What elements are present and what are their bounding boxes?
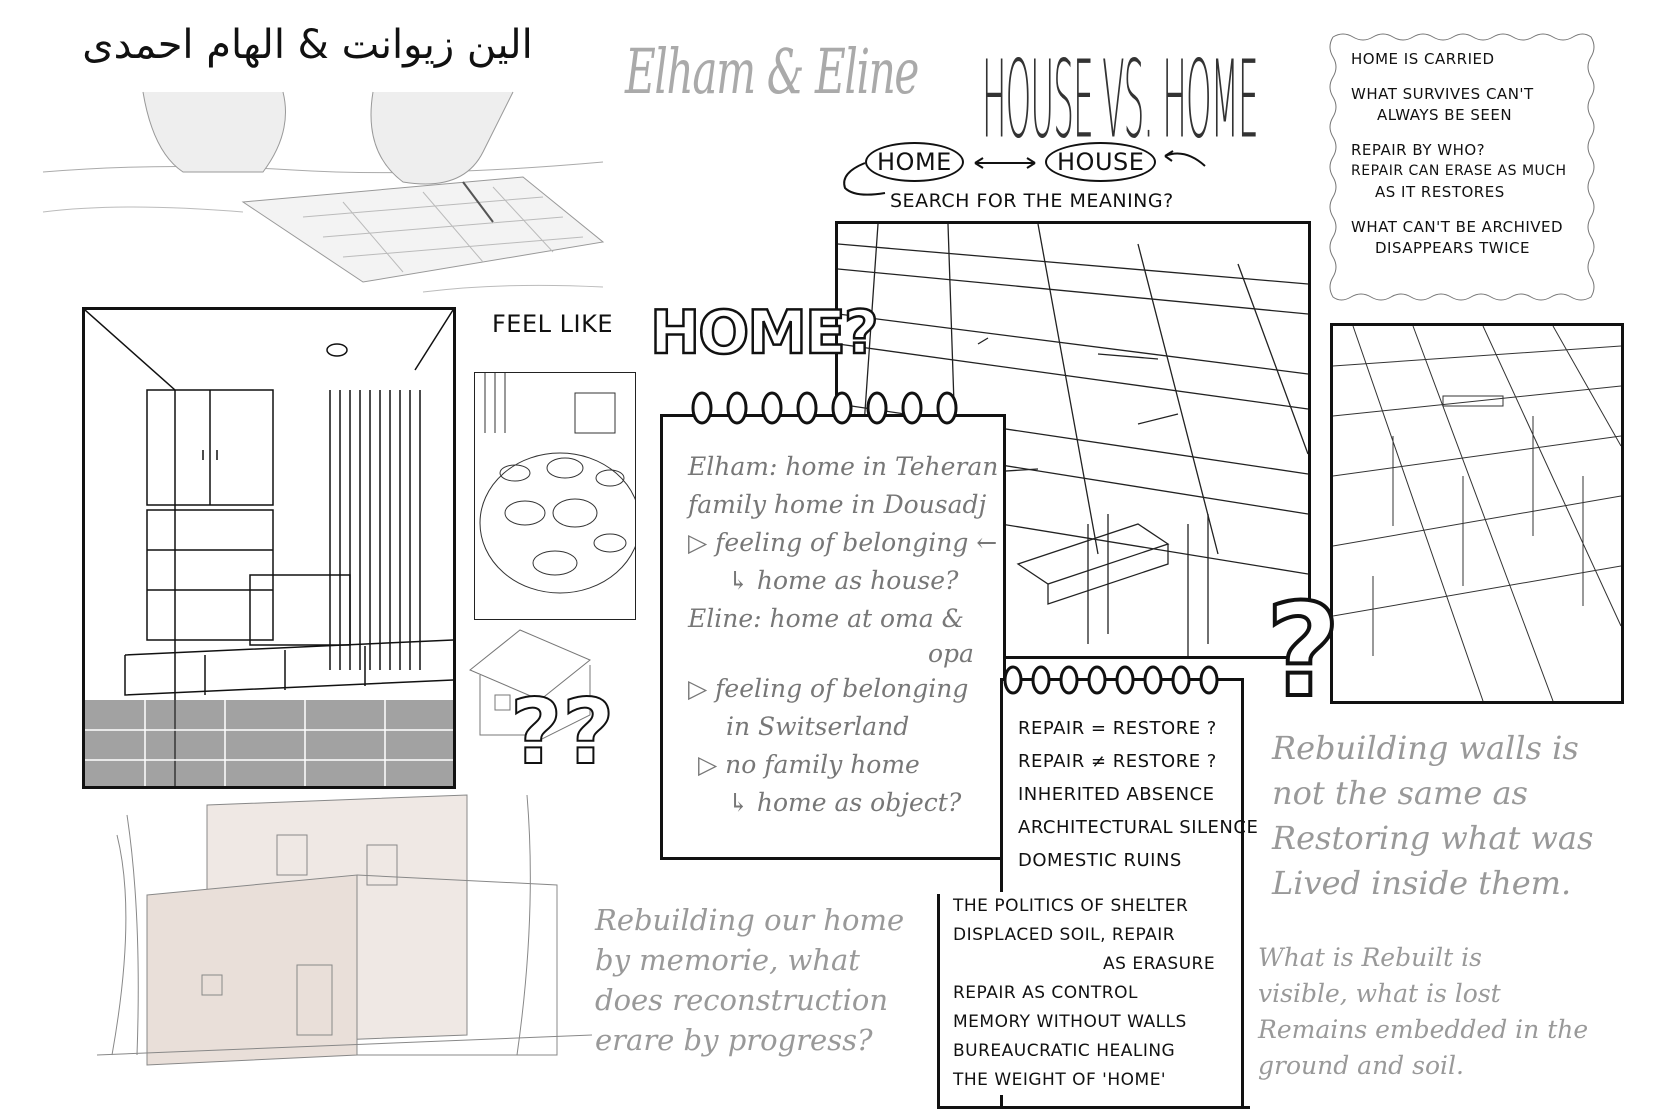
note-line: Rebuilding our home xyxy=(595,903,905,937)
note-line: What is Rebuilt is xyxy=(1258,943,1482,972)
wavy-frame xyxy=(1329,33,1595,301)
note-line: Lived inside them. xyxy=(1272,864,1572,902)
home-bubble: HOME xyxy=(865,142,964,182)
notepad-right: REPAIR = RESTORE ? REPAIR ≠ RESTORE ? IN… xyxy=(925,665,1258,1113)
small-question-marks: ?? xyxy=(509,679,615,786)
note-line: DOMESTIC RUINS xyxy=(1018,850,1182,871)
note-line: family home in Dousadj xyxy=(688,490,987,519)
note-line: INHERITED ABSENCE xyxy=(1018,784,1215,805)
note-line: THE POLITICS OF SHELTER xyxy=(953,896,1189,916)
note-line: ARCHITECTURAL SILENCE xyxy=(1018,817,1259,838)
arabic-title: الين زيوانت & الهام احمدى xyxy=(82,22,533,68)
notepad-left: Elham: home in Teheran family home in Do… xyxy=(652,391,1012,862)
note-line: Remains embedded in the xyxy=(1258,1015,1589,1044)
hands-drawing-sketch xyxy=(42,91,605,293)
home-house-diagram: HOME HOUSE SEARCH FOR THE MEANING? xyxy=(835,138,1220,218)
note-line: not the same as xyxy=(1272,774,1528,812)
note-line: ▷ feeling of belonging ← xyxy=(688,528,998,557)
note-line: THE WEIGHT OF 'HOME' xyxy=(953,1070,1167,1090)
note-line: Eline: home at oma & xyxy=(688,604,964,633)
spiral-rings xyxy=(1003,665,1219,695)
quote-line: DISAPPEARS TWICE xyxy=(1375,239,1530,257)
note-line: MEMORY WITHOUT WALLS xyxy=(953,1012,1187,1032)
note-line: Restoring what was xyxy=(1272,819,1594,857)
interior-drawing xyxy=(82,307,456,789)
note-line: ▷ feeling of belonging xyxy=(688,674,969,703)
quote-box: HOME IS CARRIED WHAT SURVIVES CAN'T ALWA… xyxy=(1325,27,1595,307)
note-line: opa xyxy=(928,639,974,668)
house-bubble: HOUSE xyxy=(1045,142,1157,182)
big-question-mark: ? xyxy=(1264,577,1342,726)
note-line: REPAIR = RESTORE ? xyxy=(1018,718,1217,739)
note-rebuilding-walls: Rebuilding walls is not the same as Rest… xyxy=(1272,726,1593,906)
arrows xyxy=(843,150,1206,196)
house-pencil-sketch xyxy=(96,794,593,1066)
note-line: REPAIR AS CONTROL xyxy=(953,983,1138,1003)
quote-line: AS IT RESTORES xyxy=(1375,183,1505,201)
note-line: ▷ no family home xyxy=(698,750,920,779)
quote-line: WHAT CAN'T BE ARCHIVED xyxy=(1351,218,1564,236)
quote-line: HOME IS CARRIED xyxy=(1351,50,1495,68)
quote-line: REPAIR CAN ERASE AS MUCH xyxy=(1351,163,1567,179)
note-line: AS ERASURE xyxy=(1103,954,1216,974)
note-line: REPAIR ≠ RESTORE ? xyxy=(1018,751,1217,772)
quote-line: ALWAYS BE SEEN xyxy=(1377,106,1513,124)
diagram-caption: SEARCH FOR THE MEANING? xyxy=(890,190,1174,212)
feel-like-label: FEEL LIKE xyxy=(492,310,613,338)
note-line: ground and soil. xyxy=(1258,1051,1464,1080)
note-line: in Switserland xyxy=(726,712,910,741)
note-line: DISPLACED SOIL, REPAIR xyxy=(953,925,1176,945)
note-line: Rebuilding walls is xyxy=(1272,729,1579,767)
note-line: visible, what is lost xyxy=(1258,979,1501,1008)
note-line: ↳ home as house? xyxy=(728,566,959,595)
food-table-drawing xyxy=(474,372,636,620)
structure-drawing-small xyxy=(1330,323,1624,704)
note-rebuilding-home: Rebuilding our home by memorie, what doe… xyxy=(595,900,904,1060)
note-line: by memorie, what xyxy=(595,943,860,977)
quote-line: WHAT SURVIVES CAN'T xyxy=(1351,85,1534,103)
note-line: ↳ home as object? xyxy=(728,788,962,817)
main-title: HOUSE VS. HOME xyxy=(982,38,1259,163)
note-line: BUREAUCRATIC HEALING xyxy=(953,1041,1176,1061)
names-title: Elham & Eline xyxy=(625,35,919,108)
note-line: Elham: home in Teheran xyxy=(688,452,999,481)
quote-line: REPAIR BY WHO? xyxy=(1351,141,1486,159)
feel-like-home-heading: HOME? xyxy=(649,297,880,370)
note-line: erare by progress? xyxy=(595,1023,873,1057)
spiral-rings xyxy=(691,391,958,425)
note-line: does reconstruction xyxy=(595,983,889,1017)
note-what-is-rebuilt: What is Rebuilt is visible, what is lost… xyxy=(1258,940,1588,1084)
small-house-sketch xyxy=(469,629,591,741)
